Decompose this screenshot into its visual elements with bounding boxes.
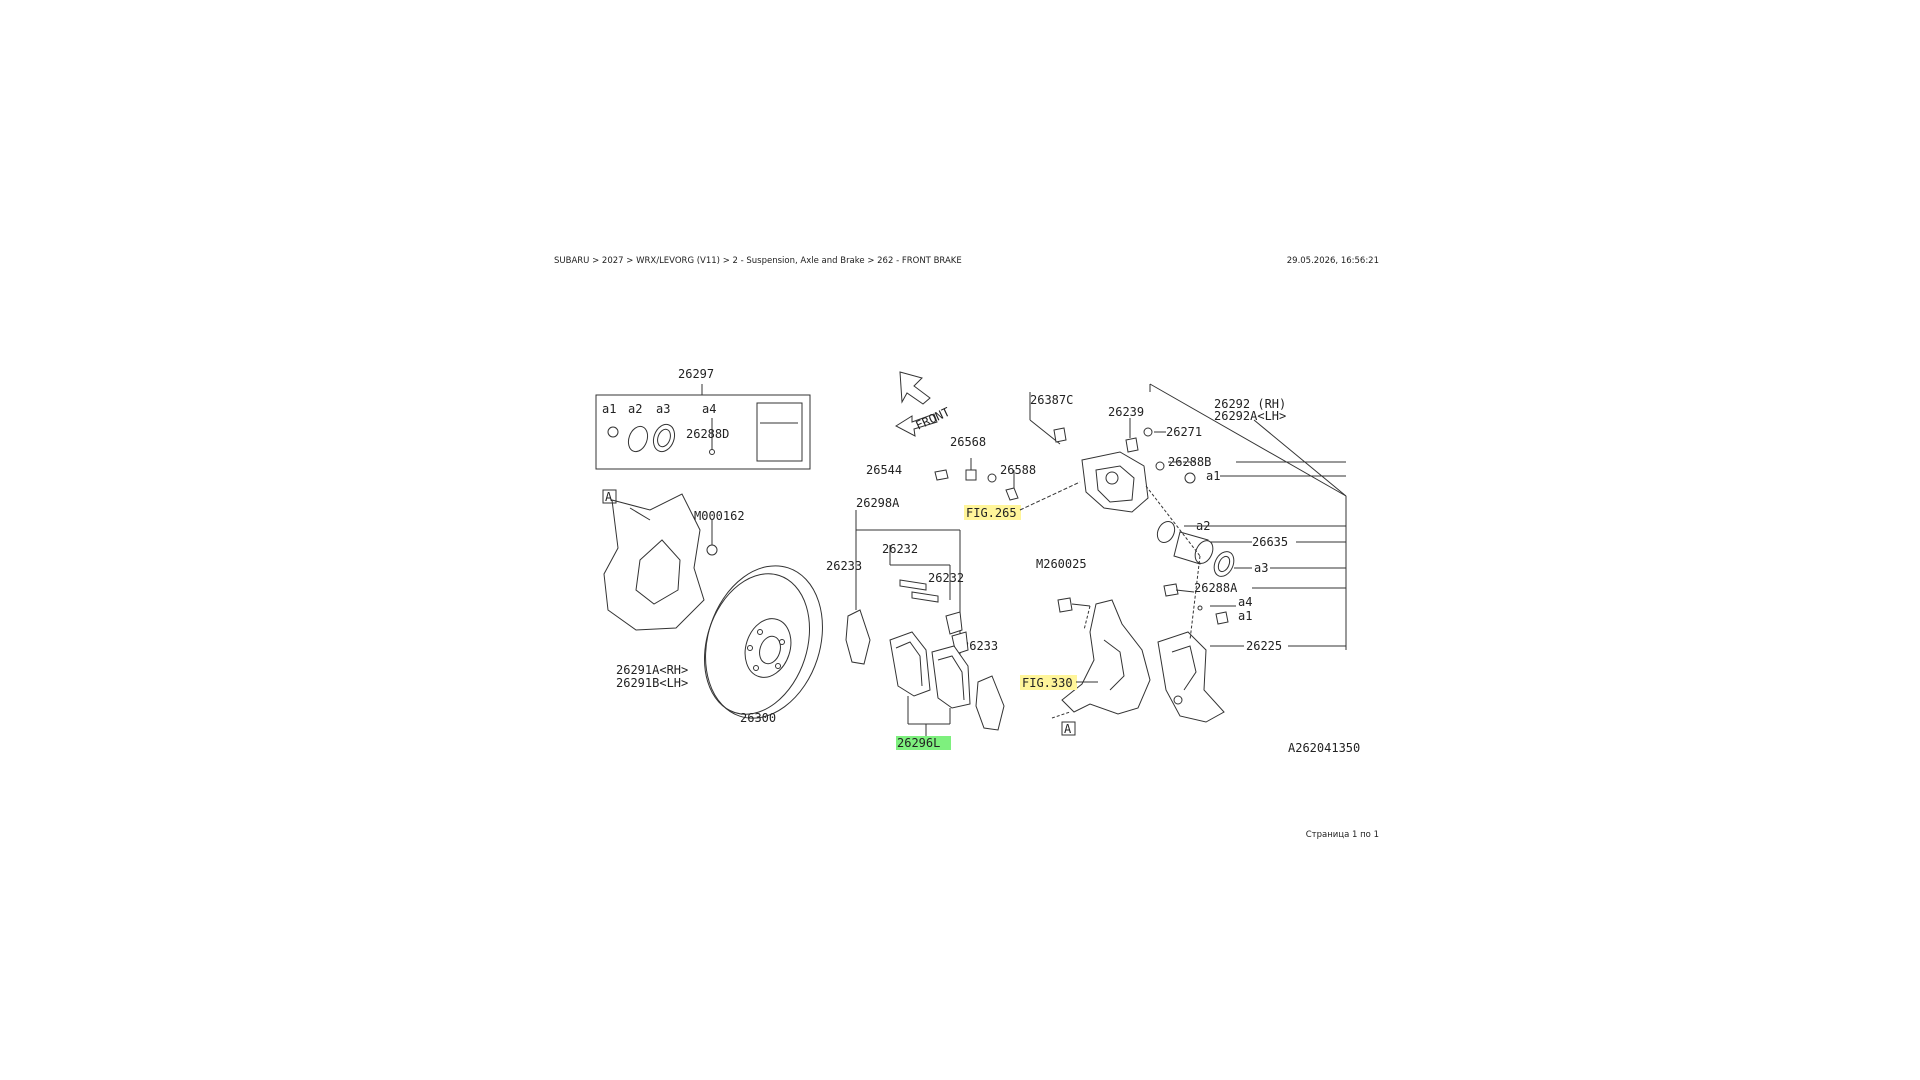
label-pin-26239[interactable]: 26239 xyxy=(1108,405,1144,419)
label-shim-left[interactable]: 26233 xyxy=(826,559,862,573)
label-dust-cover-rh[interactable]: 26291A<RH> xyxy=(616,663,688,677)
label-bleeder-cap[interactable]: 26588 xyxy=(1000,463,1036,477)
label-piston[interactable]: 26635 xyxy=(1252,535,1288,549)
kit-inner-label[interactable]: 26288D xyxy=(686,427,729,441)
label-shim-right[interactable]: 26233 xyxy=(962,639,998,653)
label-a1-top: a1 xyxy=(1206,469,1220,483)
label-support[interactable]: 26225 xyxy=(1246,639,1282,653)
page-info: Страница 1 по 1 xyxy=(1305,830,1379,840)
label-clip-mid[interactable]: 26232 xyxy=(928,571,964,585)
support-bolts[interactable] xyxy=(1163,583,1229,625)
timestamp: 29.05.2026, 16:56:21 xyxy=(1286,256,1379,266)
label-clip-top[interactable]: 26232 xyxy=(882,542,918,556)
kit-item-a3: a3 xyxy=(656,402,670,416)
pad-set-bracket xyxy=(907,696,951,736)
ref-letter-a-top: A xyxy=(605,490,613,504)
label-boot-26271[interactable]: 26271 xyxy=(1166,425,1202,439)
caliper-body[interactable] xyxy=(1029,392,1196,513)
kit-part-number[interactable]: 26297 xyxy=(678,367,714,381)
label-a1-bottom: a1 xyxy=(1238,609,1252,623)
label-fig-330[interactable]: FIG.330 xyxy=(1022,676,1073,690)
dust-cover[interactable] xyxy=(603,493,718,631)
label-caliper-lh[interactable]: 26292A<LH> xyxy=(1214,409,1286,423)
pad-set-highlight xyxy=(896,736,951,750)
brake-pads[interactable] xyxy=(845,609,1005,731)
label-bleeder[interactable]: 26568 xyxy=(950,435,986,449)
bleeder-parts[interactable] xyxy=(934,458,1019,501)
label-a4: a4 xyxy=(1238,595,1252,609)
drawing-code: A262041350 xyxy=(1288,741,1360,755)
kit-item-a1: a1 xyxy=(602,402,616,416)
label-dust-cover-bolt[interactable]: M000162 xyxy=(694,509,745,523)
fig-330-highlight xyxy=(1020,675,1077,690)
label-bolt-m260025[interactable]: M260025 xyxy=(1036,557,1087,571)
kit-box[interactable] xyxy=(595,384,811,470)
label-bolt-26544[interactable]: 26544 xyxy=(866,463,902,477)
front-label: FRONT xyxy=(913,405,952,433)
label-bolt-26387c[interactable]: 26387C xyxy=(1030,393,1073,407)
label-dust-cover-lh[interactable]: 26291B<LH> xyxy=(616,676,688,690)
fig-265-highlight xyxy=(964,505,1021,520)
label-pad-set[interactable]: 26296L xyxy=(897,736,940,750)
caliper-leader-lines xyxy=(1145,383,1347,650)
piston-parts[interactable] xyxy=(1154,519,1238,580)
label-caliper-rh[interactable]: 26292 (RH) xyxy=(1214,397,1286,411)
label-a3: a3 xyxy=(1254,561,1268,575)
brake-rotor[interactable] xyxy=(687,551,842,734)
label-bolt-26288a[interactable]: 26288A xyxy=(1194,581,1238,595)
breadcrumb: SUBARU > 2027 > WRX/LEVORG (V11) > 2 - S… xyxy=(554,256,962,266)
caliper-support[interactable] xyxy=(1157,631,1225,723)
steering-knuckle[interactable] xyxy=(1057,597,1151,715)
label-fig-265[interactable]: FIG.265 xyxy=(966,506,1017,520)
label-pad-kit[interactable]: 26298A xyxy=(856,496,900,510)
ref-letter-a-bottom: A xyxy=(1064,722,1072,736)
kit-item-a2: a2 xyxy=(628,402,642,416)
kit-item-a4: a4 xyxy=(702,402,716,416)
front-arrow-icon xyxy=(894,371,938,437)
label-rotor[interactable]: 26300 xyxy=(740,711,776,725)
